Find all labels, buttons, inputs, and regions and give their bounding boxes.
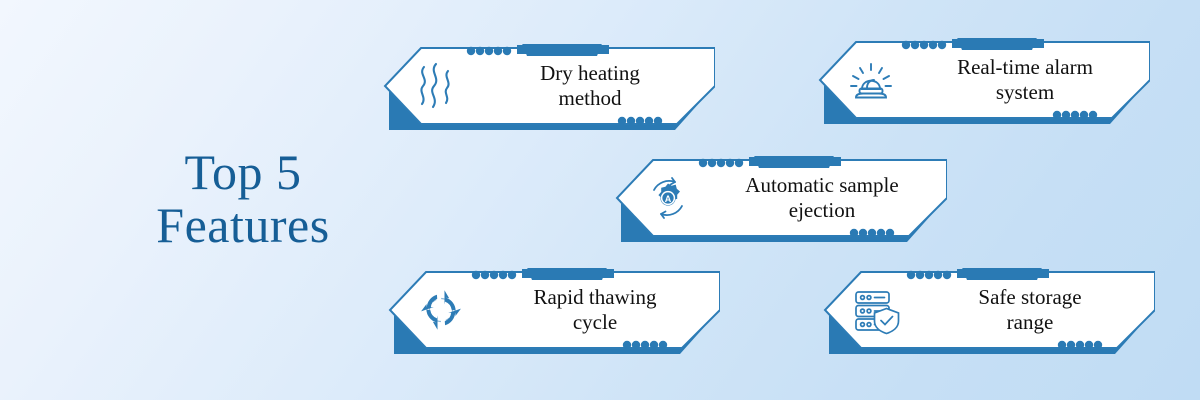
card-dots-bottom xyxy=(1052,110,1098,120)
card-label-line-1: Dry heating xyxy=(540,61,640,86)
card-label: Dry heating method xyxy=(479,55,701,117)
card-body xyxy=(615,156,947,242)
alarm-siren-icon xyxy=(840,52,902,108)
card-label-line-2: range xyxy=(1006,310,1054,334)
card-label-line-1: Rapid thawing xyxy=(533,285,657,310)
card-label: Automatic sample ejection xyxy=(711,167,933,229)
card-label: Rapid thawing cycle xyxy=(484,279,706,341)
card-label: Safe storage range xyxy=(919,279,1141,341)
card-dots-top xyxy=(906,270,952,280)
card-label-line-2: ejection xyxy=(788,198,856,222)
card-body xyxy=(818,38,1150,124)
card-label-line-1: Safe storage xyxy=(978,285,1082,310)
card-label-line-2: method xyxy=(558,86,622,110)
heat-waves-icon xyxy=(405,58,467,114)
feature-card-automatic-sample-ejection[interactable]: A Automatic sample ejection xyxy=(615,156,947,242)
page-title: Top 5 Features xyxy=(118,146,368,252)
svg-text:A: A xyxy=(665,194,672,204)
card-body xyxy=(388,268,720,354)
title-line-1: Top 5 xyxy=(184,144,302,200)
card-dots-bottom xyxy=(617,116,663,126)
card-dots-bottom xyxy=(622,340,668,350)
card-label-line-2: cycle xyxy=(572,310,618,334)
card-dots-top xyxy=(471,270,517,280)
card-label: Real-time alarm system xyxy=(914,49,1136,111)
server-shield-icon xyxy=(845,282,907,338)
card-dots-top xyxy=(466,46,512,56)
card-body xyxy=(383,44,715,130)
feature-card-real-time-alarm-system[interactable]: Real-time alarm system xyxy=(818,38,1150,124)
card-dots-top xyxy=(698,158,744,168)
card-body xyxy=(823,268,1155,354)
card-dots-bottom xyxy=(1057,340,1103,350)
feature-card-dry-heating-method[interactable]: Dry heating method xyxy=(383,44,715,130)
cycle-arrows-icon xyxy=(410,282,472,338)
feature-card-rapid-thawing-cycle[interactable]: Rapid thawing cycle xyxy=(388,268,720,354)
card-dots-bottom xyxy=(849,228,895,238)
title-line-2: Features xyxy=(156,197,330,253)
card-label-line-1: Automatic sample xyxy=(745,173,899,198)
automatic-gear-icon: A xyxy=(637,170,699,226)
feature-card-safe-storage-range[interactable]: Safe storage range xyxy=(823,268,1155,354)
card-label-line-2: system xyxy=(995,80,1055,104)
card-dots-top xyxy=(901,40,947,50)
card-label-line-1: Real-time alarm xyxy=(957,55,1093,80)
